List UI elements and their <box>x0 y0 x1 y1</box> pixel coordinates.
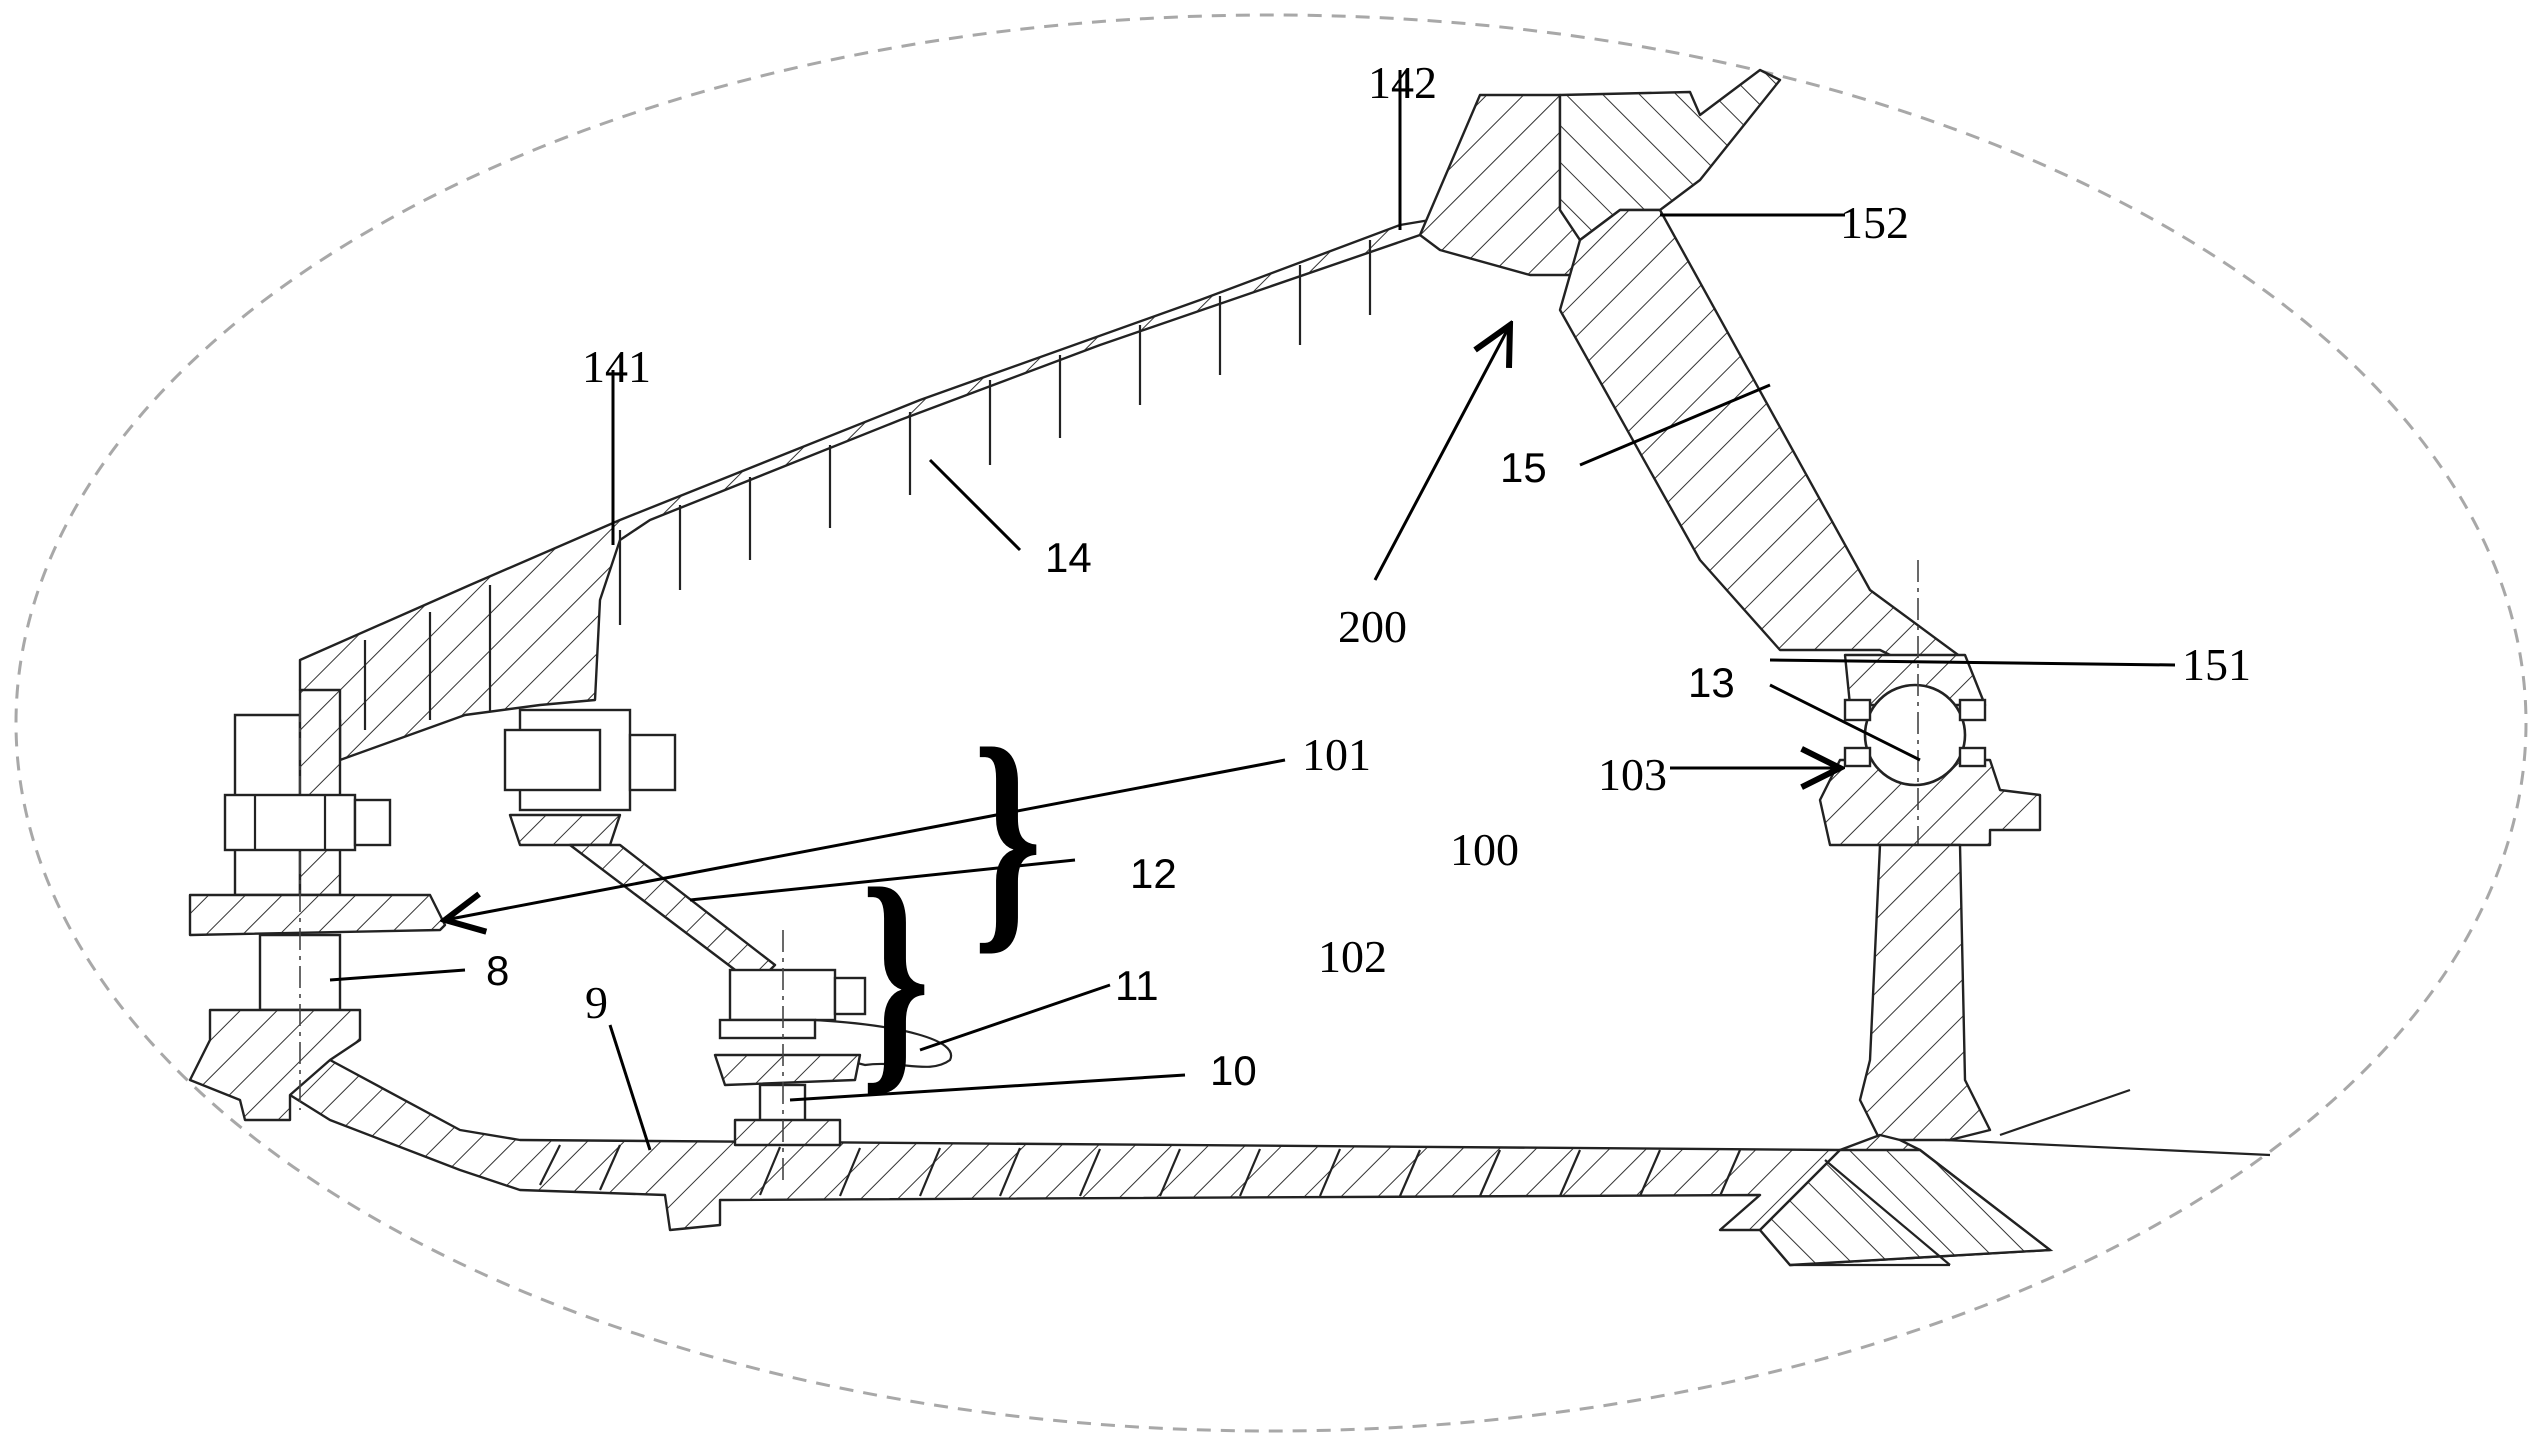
label-15: 15 <box>1500 444 1547 491</box>
label-8: 8 <box>486 947 509 994</box>
label-200: 200 <box>1338 601 1407 652</box>
label-102: 102 <box>1318 931 1387 982</box>
bearing-ball-13 <box>1863 683 1967 787</box>
boundary-ellipse <box>14 13 2528 1433</box>
label-12: 12 <box>1130 850 1177 897</box>
bottom-frame-9 <box>288 1058 2271 1267</box>
label-152: 152 <box>1840 197 1909 248</box>
lower-bolt-assembly <box>713 930 953 1180</box>
upper-strut-14 <box>298 218 1432 762</box>
brace-100: } <box>973 698 1042 975</box>
label-101: 101 <box>1302 729 1371 780</box>
label-151: 151 <box>2182 639 2251 690</box>
label-10: 10 <box>1210 1047 1257 1094</box>
label-11: 11 <box>1115 962 1159 1009</box>
left-column <box>188 688 447 1122</box>
top-flange-142 <box>1418 68 1782 277</box>
label-103: 103 <box>1598 749 1667 800</box>
leaders <box>329 70 2176 1151</box>
middle-strut-12 <box>503 708 777 987</box>
label-100: 100 <box>1450 824 1519 875</box>
right-post <box>1858 843 1992 1142</box>
label-142: 142 <box>1368 57 1437 108</box>
right-strut-15 <box>1558 208 1967 662</box>
label-9: 9 <box>585 977 608 1028</box>
label-14: 14 <box>1045 534 1092 581</box>
bearing-housing-151 <box>1818 560 2042 960</box>
label-141: 141 <box>582 341 651 392</box>
label-13: 13 <box>1688 659 1735 706</box>
brace-102: } <box>861 838 930 1115</box>
